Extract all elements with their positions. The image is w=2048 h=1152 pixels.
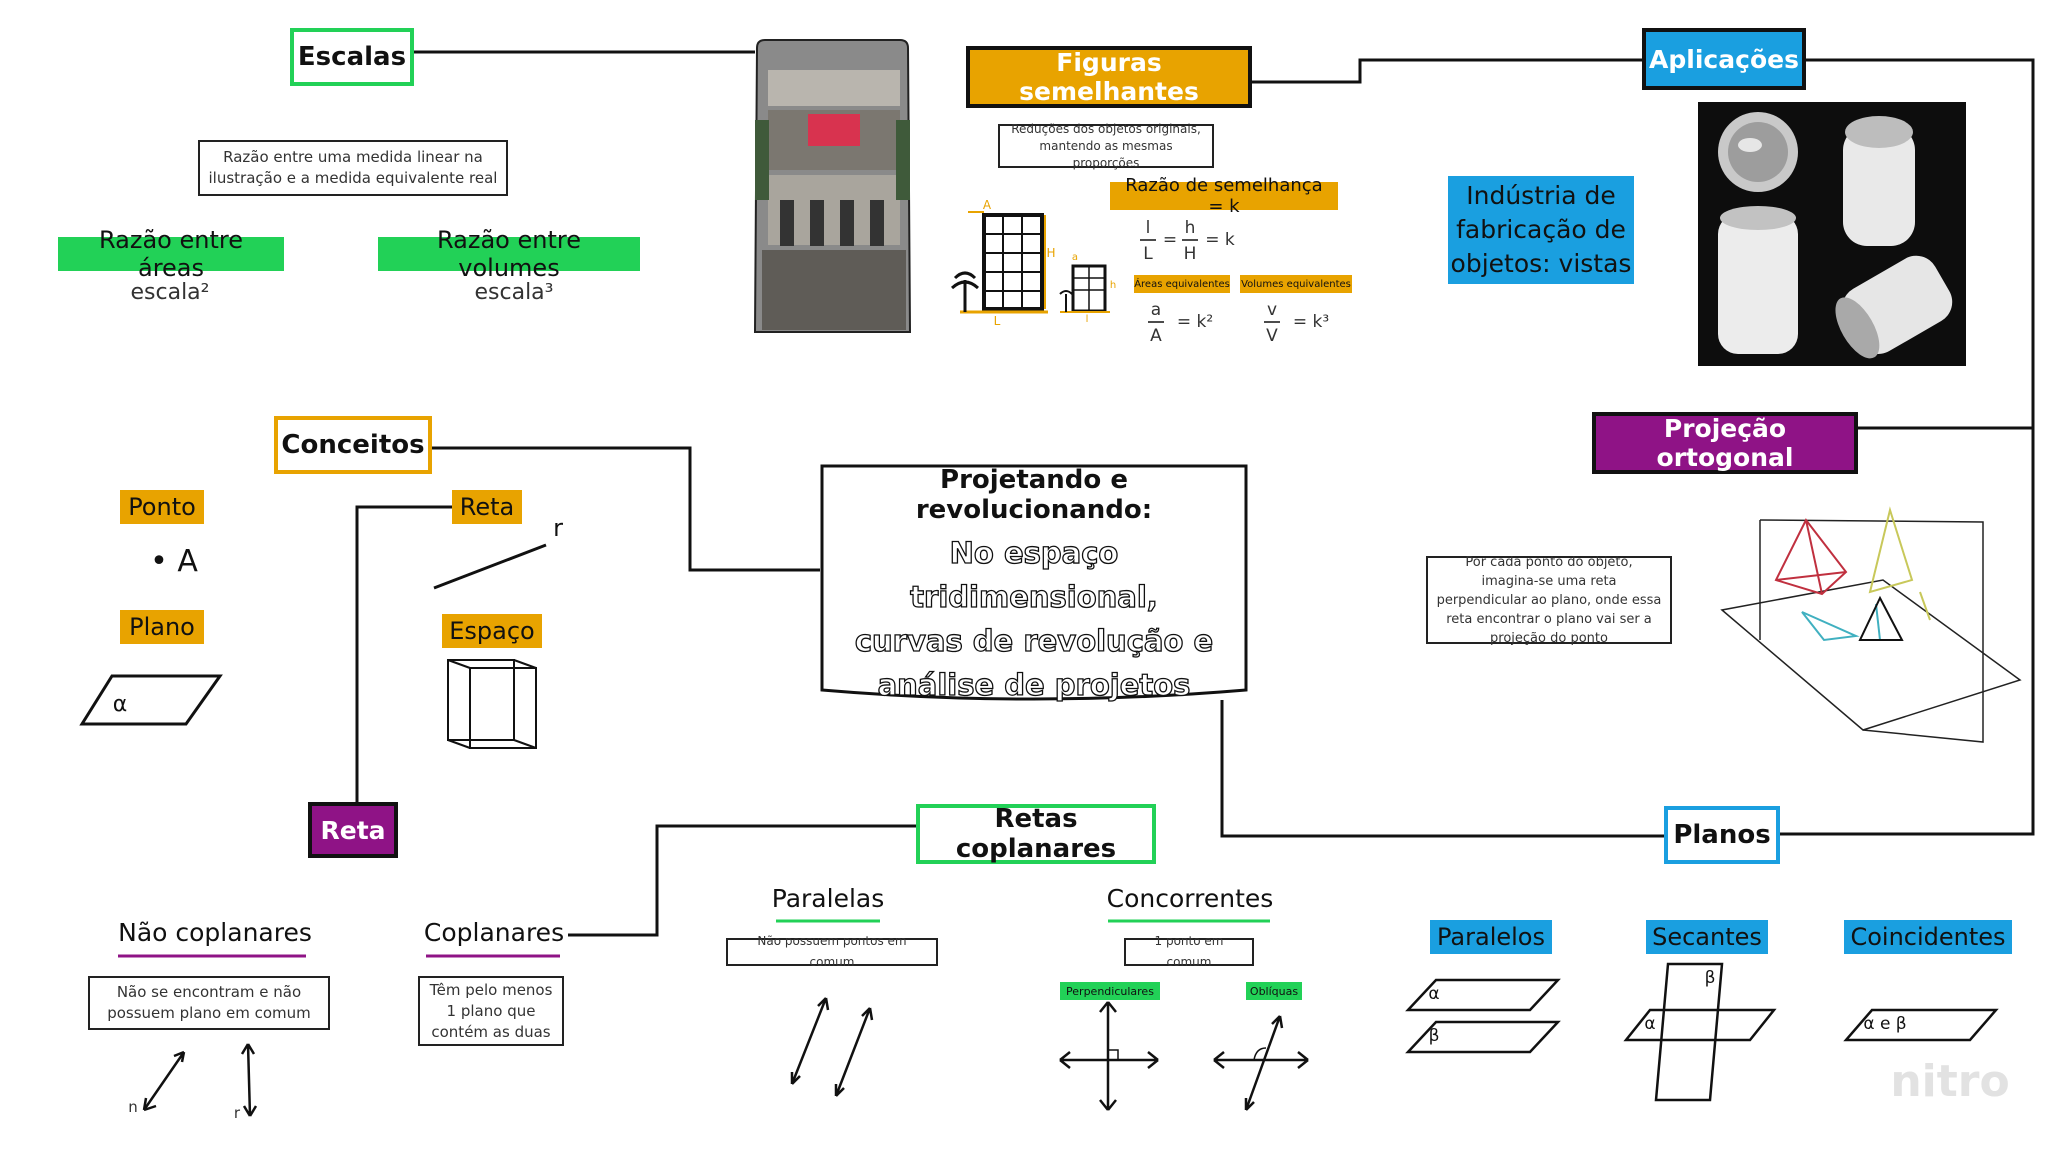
formula-eq1: = [1162, 230, 1178, 250]
coplanares-label: Coplanares [423, 918, 565, 947]
building-label-l: l [1085, 314, 1089, 325]
formula-bars [1140, 239, 1280, 323]
escalas-header: Escalas [290, 28, 414, 86]
center-line-1: No espaço tridimensional, [910, 535, 1159, 614]
center-topic: Projetando e revolucionando: No espaço t… [822, 465, 1246, 703]
connector-coplanares [568, 824, 916, 937]
line-label-r: r [233, 1104, 241, 1122]
paralelas-note: Não possuem pontos em comum [726, 934, 938, 969]
coincidentes-alpha-beta: α e β [1863, 1014, 1907, 1034]
figuras-semelhantes-header: Figuras semelhantes [966, 46, 1252, 108]
building-label-A: A [982, 198, 992, 212]
figuras-note: Reduções dos objetos originais, mantendo… [998, 122, 1214, 170]
formula-h: h [1184, 218, 1196, 238]
cube-shape [447, 659, 537, 749]
connector-conceitos-center [432, 446, 820, 572]
building-label-a: a [1071, 252, 1079, 263]
espaco-label: Espaço [442, 614, 542, 648]
center-title: Projetando e revolucionando: [915, 465, 1153, 525]
connector-reta-vertical [355, 505, 452, 802]
obliquas-tag: Oblíquas [1246, 982, 1302, 1000]
center-box-outline [820, 464, 1248, 701]
nao-coplanares-label: Não coplanares [118, 918, 312, 947]
plano-symbol: α [112, 692, 128, 717]
connector-figuras-aplicacoes [1252, 58, 1642, 84]
projecao-ortogonal-header: Projeção ortogonal [1592, 412, 1858, 474]
perpendiculares-tag: Perpendiculares [1060, 982, 1160, 1000]
aplicacoes-header: Aplicações [1642, 28, 1806, 90]
industria-box: Indústria de fabricação de objetos: vist… [1448, 176, 1634, 284]
formula-k3: = k³ [1292, 312, 1330, 332]
connector-right-vertical [1774, 58, 2035, 836]
paralelos-alpha: α [1428, 984, 1440, 1004]
secantes-alpha: α [1644, 1014, 1656, 1034]
areas-equivalentes-tag: Áreas equivalentes [1134, 275, 1230, 293]
escalas-note: Razão entre uma medida linear na ilustra… [198, 140, 508, 196]
formula-A: A [1150, 326, 1162, 346]
razao-areas-formula: escala² [130, 280, 210, 305]
building-label-H: H [1046, 246, 1056, 260]
razao-volumes-formula: escala³ [474, 280, 554, 305]
razao-semelhanca-label: Razão de semelhança = k [1110, 175, 1338, 217]
ponto-symbol: • A [150, 544, 198, 579]
conceitos-header: Conceitos [274, 416, 432, 474]
secantes-label: Secantes [1646, 920, 1768, 954]
center-line-3: análise de projetos [877, 667, 1191, 702]
reta-label: Reta [452, 490, 522, 524]
formula-L: L [1143, 244, 1153, 264]
building-label-h: h [1109, 280, 1117, 291]
concorrentes-label: Concorrentes [1106, 884, 1274, 913]
plane-shape [79, 674, 223, 726]
connector-center-planos [1220, 700, 1664, 838]
secantes-beta: β [1704, 968, 1716, 988]
formula-eq-k: = k [1205, 230, 1235, 250]
volumes-equivalentes-tag: Volumes equivalentes [1240, 275, 1352, 293]
cans-photo [1698, 102, 1966, 366]
paralelos-label: Paralelos [1430, 920, 1552, 954]
plano-label: Plano [120, 610, 204, 644]
razao-areas-label: Razão entre áreas [58, 226, 284, 282]
ponto-label: Ponto [120, 490, 204, 524]
line-shape [433, 543, 547, 590]
nao-coplanares-note: Não se encontram e não possuem plano em … [88, 976, 330, 1030]
arrow-drawings [142, 997, 1309, 1117]
projection-illustration [1720, 506, 2022, 743]
buildings-illustration [950, 211, 1110, 314]
reta-symbol: r [553, 514, 563, 542]
concorrentes-note: 1 ponto em comum [1124, 934, 1254, 969]
coincidentes-label: Coincidentes [1844, 920, 2012, 954]
formula-a: a [1150, 300, 1162, 320]
formula-l: l [1145, 218, 1151, 238]
retas-coplanares-header: Retas coplanares [916, 804, 1156, 864]
center-line-2: curvas de revolução e [854, 623, 1214, 658]
coplanares-note: Têm pelo menos 1 plano que contém as dua… [418, 976, 564, 1046]
planes-drawings [1405, 962, 1999, 1102]
line-label-n: n [128, 1098, 138, 1116]
projecao-note: Por cada ponto do objeto, imagina-se uma… [1426, 555, 1672, 646]
formula-v: v [1266, 300, 1278, 320]
building-label-L: L [993, 314, 1001, 328]
building-photo [753, 39, 912, 333]
planos-header: Planos [1664, 806, 1780, 864]
nitro-watermark: nitro [1890, 1056, 2010, 1107]
formula-k2: = k² [1176, 312, 1214, 332]
formula-V: V [1266, 326, 1278, 346]
paralelas-label: Paralelas [771, 884, 885, 913]
paralelos-beta: β [1428, 1026, 1440, 1046]
razao-volumes-label: Razão entre volumes [378, 226, 640, 282]
formula-H: H [1183, 244, 1197, 264]
reta-header: Reta [308, 802, 398, 858]
